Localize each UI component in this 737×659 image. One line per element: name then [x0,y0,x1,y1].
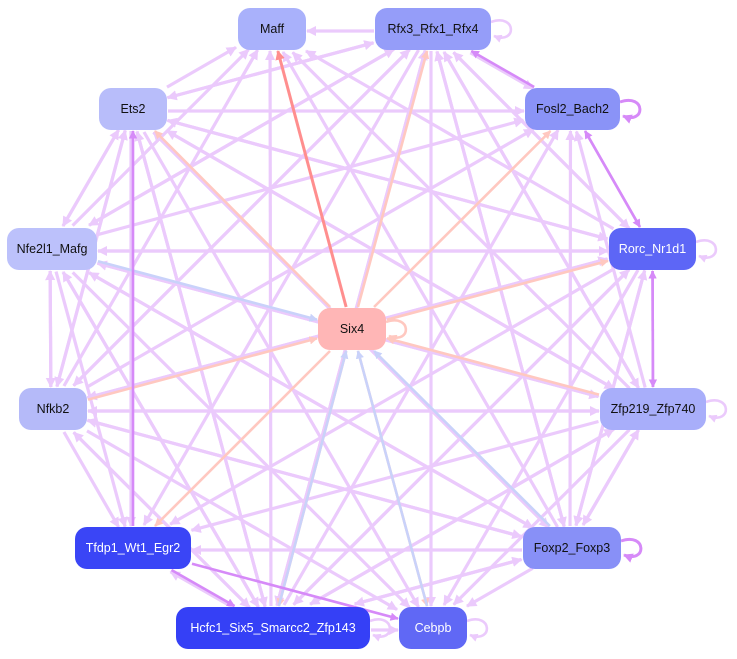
edge-Foxp2-Maff [281,51,559,528]
node-label: Six4 [339,322,365,336]
edge-Rfx3-Tfdp1 [142,49,420,526]
edge-Nfkb2-Fosl2 [86,127,535,389]
node-fosl2[interactable]: Fosl2_Bach2 [525,88,620,130]
self-loop-Six4 [385,319,408,343]
node-maff[interactable]: Maff [238,8,306,50]
node-tfdp1[interactable]: Tfdp1_Wt1_Egr2 [75,527,191,569]
self-loop-Hcfc1 [369,618,392,642]
node-label: Ets2 [120,102,146,116]
edge-Foxp2-Nfe2l1 [88,271,534,530]
node-label: Foxp2_Foxp3 [533,541,611,555]
edge-Nfe2l1-Ets2 [61,129,120,227]
edge-Fosl2-Rfx3 [470,49,535,89]
self-loop-Rfx3 [490,19,513,43]
edge-Rorc-Tfdp1 [169,267,615,526]
node-label: Maff [259,22,285,36]
edge-Ets2-Maff [166,46,237,89]
edge-Rfx3-Fosl2 [469,51,535,91]
node-rfx3[interactable]: Rfx3_Rfx1_Rfx4 [375,8,491,50]
node-label: Hcfc1_Six5_Smarcc2_Zfp143 [190,621,356,635]
node-label: Nfkb2 [36,402,70,416]
node-zfp219[interactable]: Zfp219_Zfp740 [600,388,706,430]
node-nfkb2[interactable]: Nfkb2 [19,388,87,430]
edge-Zfp219-Six4 [386,336,600,396]
node-label: Zfp219_Zfp740 [610,402,696,416]
self-loop-Rorc [695,239,718,263]
node-label: Nfe2l1_Mafg [16,242,88,256]
node-ets2[interactable]: Ets2 [99,88,167,130]
node-nfe2l1[interactable]: Nfe2l1_Mafg [7,228,97,270]
edge-Hcfc1-Six4 [277,350,349,607]
node-foxp2[interactable]: Foxp2_Foxp3 [523,527,621,569]
edge-Hcfc1-Nfe2l1 [61,271,260,608]
edge-Hcfc1-Foxp2 [354,556,523,606]
edge-Six4-Rorc [386,258,609,321]
edge-Rorc-Ets2 [166,117,608,241]
self-loop-Fosl2 [619,98,642,124]
edge-Zfp219-Tfdp1 [190,419,599,533]
edge-Zfp219-Ets2 [166,129,615,391]
edge-Rorc-Fosl2 [583,130,642,228]
edge-Six4-Ets2 [153,130,332,308]
node-label: Tfdp1_Wt1_Egr2 [85,541,181,555]
edge-Six4-Maff [275,50,348,308]
edge-Six4-Rfx3 [356,50,430,308]
edge-Foxp2-Cebpb [466,566,534,608]
edge-Nfkb2-Tfdp1 [62,431,120,528]
node-label: Rorc_Nr1d1 [618,242,687,256]
edge-Tfdp1-Hcfc1 [170,568,236,608]
edge-Six4-Fosl2 [373,130,552,308]
node-six4[interactable]: Six4 [318,308,386,350]
self-loop-Cebpb [466,618,489,642]
node-label: Rfx3_Rfx1_Rfx4 [387,22,479,36]
node-rorc[interactable]: Rorc_Nr1d1 [609,228,696,270]
self-loop-Zfp219 [705,399,728,423]
edge-Hcfc1-Fosl2 [282,129,560,606]
node-label: Cebpb [414,621,452,635]
edge-Nfkb2-Nfe2l1 [45,269,56,388]
edge-Foxp2-Zfp219 [581,429,640,526]
node-label: Fosl2_Bach2 [536,102,609,116]
edge-Nfe2l1-Rfx3 [88,47,395,227]
edge-Hcfc1-Zfp219 [309,427,615,606]
edge-Hcfc1-Maff [264,49,276,607]
edge-Cebpb-Six4 [355,350,429,607]
node-cebpb[interactable]: Cebpb [399,607,467,649]
edge-Nfkb2-Six4 [87,336,318,401]
edge-Six4-Tfdp1 [154,350,331,527]
edge-Foxp2-Six4 [373,350,551,527]
node-hcfc1[interactable]: Hcfc1_Six5_Smarcc2_Zfp143 [176,607,370,649]
self-loop-Foxp2 [620,537,643,563]
edge-Hcfc1-Tfdp1 [169,570,235,610]
edge-Zfp219-Rfx3 [442,51,640,389]
edge-Nfe2l1-Six4 [97,260,318,322]
